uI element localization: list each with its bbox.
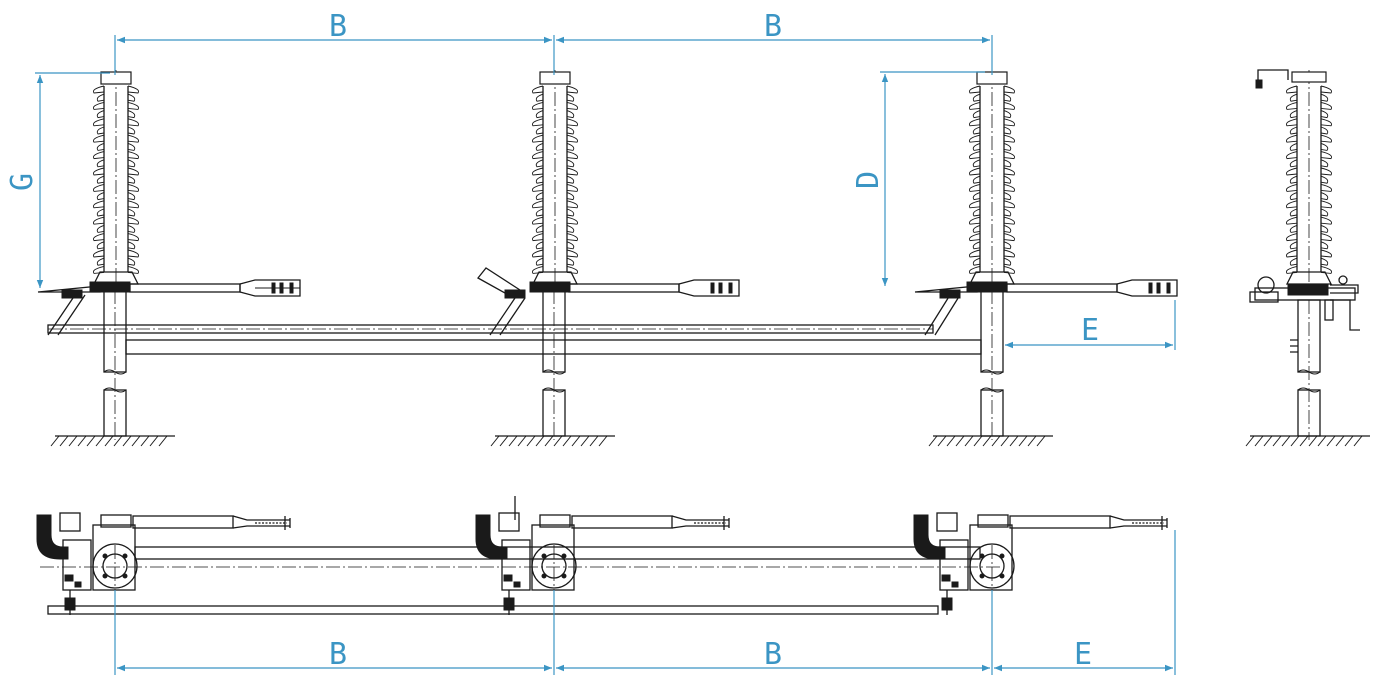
contact-arm-2 [477, 267, 740, 336]
contact-arm-1 [37, 279, 301, 336]
support-column-side [1297, 299, 1321, 440]
contact-arm-3 [914, 279, 1178, 336]
dimension-d: D [851, 71, 985, 286]
insulator-2 [531, 70, 579, 290]
dimension-b-top-left: B [114, 9, 552, 75]
plan-pole-unit-3 [913, 512, 1168, 615]
dim-label-e-bottom: E [1074, 637, 1092, 672]
dimension-b-bottom-left: B [114, 590, 552, 675]
dimension-g: G [5, 72, 110, 288]
dim-label-b-top-left: B [329, 9, 347, 44]
insulator-cap-1 [100, 71, 132, 85]
insulator-4 [1285, 70, 1333, 290]
support-column-3 [980, 289, 1004, 440]
support-column-1 [103, 289, 127, 440]
dimension-b-bottom-right: B [553, 590, 993, 675]
dimension-b-top-right: B [553, 9, 993, 75]
side-view-mechanism [1249, 275, 1360, 353]
dim-label-b-top-right: B [764, 9, 782, 44]
plan-pole-unit-1 [36, 512, 291, 615]
plan-view: B B E [36, 496, 1176, 675]
plan-pole-unit-2 [475, 512, 730, 615]
insulator-3 [968, 70, 1016, 290]
dim-label-b-bottom-right: B [764, 637, 782, 672]
insulator-1 [92, 70, 140, 290]
frame-beam [47, 324, 982, 355]
dimension-e-bottom: E [994, 530, 1176, 675]
insulator-cap-2 [539, 71, 571, 85]
front-view: B B G D E [5, 9, 1370, 447]
dim-label-e-front: E [1081, 313, 1099, 348]
dim-label-b-bottom-left: B [329, 637, 347, 672]
dim-label-g: G [5, 173, 40, 191]
insulator-stacks [92, 70, 1333, 290]
support-column-2 [542, 289, 566, 440]
insulator-cap-side [1255, 69, 1327, 89]
dim-label-d: D [851, 171, 886, 189]
dimension-e-front: E [1005, 300, 1176, 350]
